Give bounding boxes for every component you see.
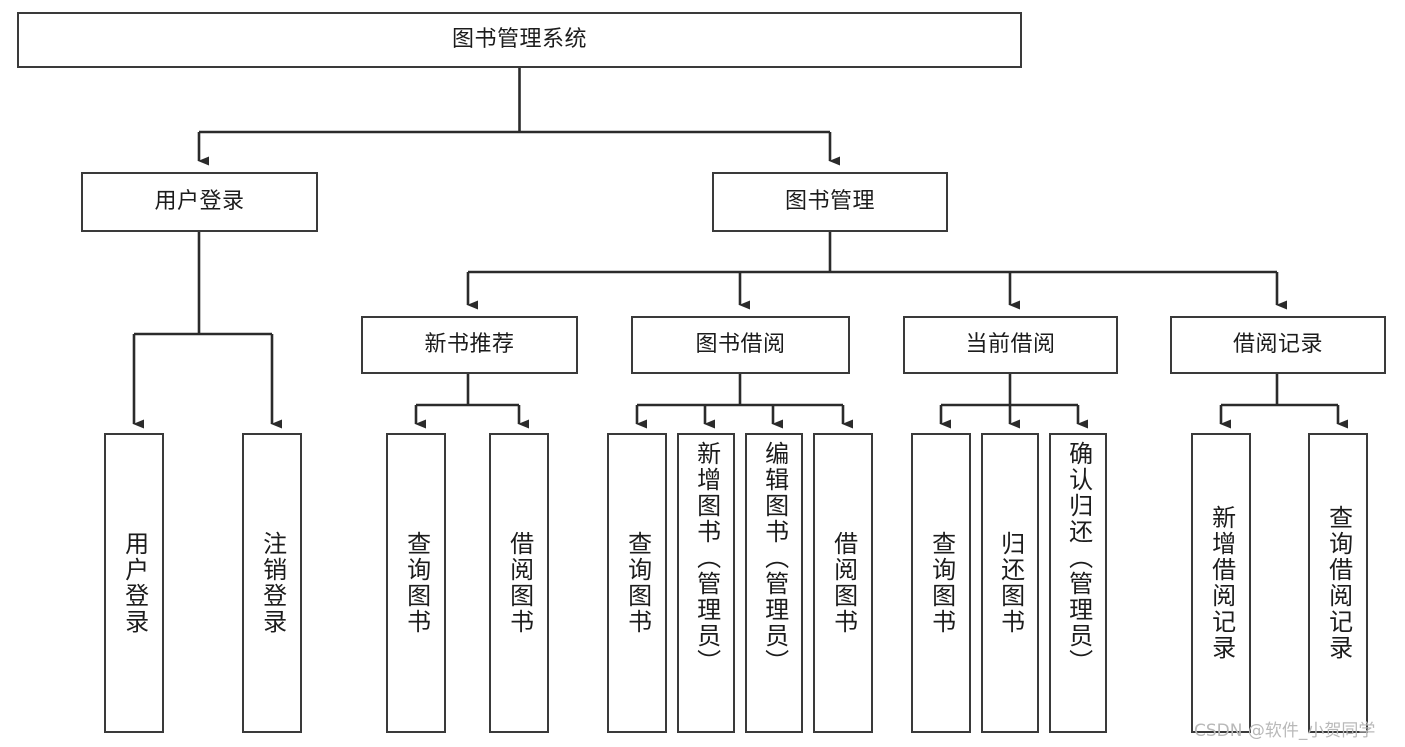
leaf-inner: 查询图书 bbox=[609, 435, 665, 731]
node-leaf-query-record[interactable]: 查询借阅记录 bbox=[1308, 433, 1368, 733]
node-leaf-return-book-label: 归还图书 bbox=[996, 531, 1025, 635]
leaf-inner: 编辑图书（管理员） bbox=[747, 435, 801, 731]
node-leaf-edit-book-label: 编辑图书（管理员） bbox=[760, 441, 789, 675]
node-leaf-borrow-book-2[interactable]: 借阅图书 bbox=[813, 433, 873, 733]
node-leaf-user-login-label: 用户登录 bbox=[120, 531, 149, 635]
node-book-borrow[interactable]: 图书借阅 bbox=[631, 316, 850, 374]
node-root[interactable]: 图书管理系统 bbox=[17, 12, 1022, 68]
node-leaf-query-book-1[interactable]: 查询图书 bbox=[386, 433, 446, 733]
node-leaf-edit-book[interactable]: 编辑图书（管理员） bbox=[745, 433, 803, 733]
node-leaf-logout-login[interactable]: 注销登录 bbox=[242, 433, 302, 733]
leaf-inner: 借阅图书 bbox=[815, 435, 871, 731]
node-current-borrow-label: 当前借阅 bbox=[965, 332, 1056, 358]
node-borrow-record-label: 借阅记录 bbox=[1232, 332, 1323, 358]
node-leaf-add-record[interactable]: 新增借阅记录 bbox=[1191, 433, 1251, 733]
node-leaf-borrow-book-1[interactable]: 借阅图书 bbox=[489, 433, 549, 733]
node-leaf-add-record-label: 新增借阅记录 bbox=[1207, 505, 1236, 661]
node-leaf-query-book-1-label: 查询图书 bbox=[402, 531, 431, 635]
node-book-manage[interactable]: 图书管理 bbox=[712, 172, 948, 232]
node-leaf-add-book[interactable]: 新增图书（管理员） bbox=[677, 433, 735, 733]
node-leaf-query-record-label: 查询借阅记录 bbox=[1324, 505, 1353, 661]
node-current-borrow[interactable]: 当前借阅 bbox=[903, 316, 1118, 374]
node-leaf-user-login[interactable]: 用户登录 bbox=[104, 433, 164, 733]
node-user-login[interactable]: 用户登录 bbox=[81, 172, 318, 232]
node-leaf-return-book[interactable]: 归还图书 bbox=[981, 433, 1039, 733]
node-leaf-borrow-book-2-label: 借阅图书 bbox=[829, 531, 858, 635]
node-leaf-query-book-3-label: 查询图书 bbox=[927, 531, 956, 635]
node-leaf-logout-login-label: 注销登录 bbox=[258, 531, 287, 635]
node-leaf-confirm-return[interactable]: 确认归还（管理员） bbox=[1049, 433, 1107, 733]
leaf-inner: 新增图书（管理员） bbox=[679, 435, 733, 731]
csdn-watermark: CSDN @软件_小贺同学 bbox=[1194, 721, 1376, 741]
leaf-inner: 查询借阅记录 bbox=[1310, 435, 1366, 731]
node-book-borrow-label: 图书借阅 bbox=[695, 332, 786, 358]
node-leaf-borrow-book-1-label: 借阅图书 bbox=[505, 531, 534, 635]
leaf-inner: 借阅图书 bbox=[491, 435, 547, 731]
node-root-label: 图书管理系统 bbox=[451, 27, 587, 53]
node-user-login-label: 用户登录 bbox=[154, 189, 245, 215]
node-leaf-query-book-3[interactable]: 查询图书 bbox=[911, 433, 971, 733]
node-new-book-recommend[interactable]: 新书推荐 bbox=[361, 316, 578, 374]
leaf-inner: 归还图书 bbox=[983, 435, 1037, 731]
leaf-inner: 查询图书 bbox=[388, 435, 444, 731]
node-borrow-record[interactable]: 借阅记录 bbox=[1170, 316, 1386, 374]
leaf-inner: 新增借阅记录 bbox=[1193, 435, 1249, 731]
node-leaf-query-book-2-label: 查询图书 bbox=[623, 531, 652, 635]
node-leaf-query-book-2[interactable]: 查询图书 bbox=[607, 433, 667, 733]
leaf-inner: 确认归还（管理员） bbox=[1051, 435, 1105, 731]
node-book-manage-label: 图书管理 bbox=[784, 189, 875, 215]
node-new-book-recommend-label: 新书推荐 bbox=[424, 332, 515, 358]
leaf-inner: 注销登录 bbox=[244, 435, 300, 731]
node-leaf-add-book-label: 新增图书（管理员） bbox=[692, 441, 721, 675]
node-leaf-confirm-return-label: 确认归还（管理员） bbox=[1064, 441, 1093, 675]
leaf-inner: 查询图书 bbox=[913, 435, 969, 731]
leaf-inner: 用户登录 bbox=[106, 435, 162, 731]
